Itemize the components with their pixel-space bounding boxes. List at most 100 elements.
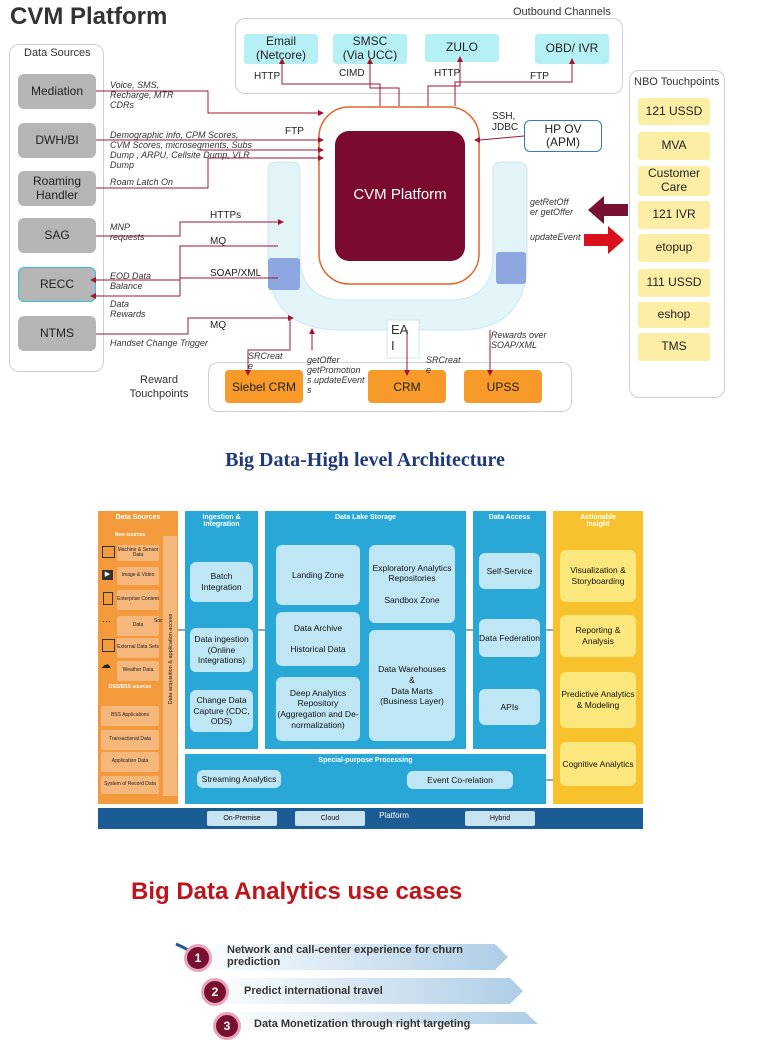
bd-reporting: Reporting & Analysis bbox=[560, 615, 636, 657]
usecase-2-number: 2 bbox=[201, 978, 229, 1006]
bd-cdc: Change Data Capture (CDC, ODS) bbox=[190, 690, 253, 732]
usecase-2-text: Predict international travel bbox=[244, 985, 383, 997]
bd-exploratory: Exploratory Analytics Repositories Sandb… bbox=[369, 545, 455, 623]
bd-src-weather: Weather Data bbox=[117, 661, 159, 681]
usecases-heading: Big Data Analytics use cases bbox=[131, 878, 463, 905]
note-recc-rewards: Data Rewards bbox=[110, 299, 146, 319]
bd-soc-label: Soc bbox=[154, 618, 163, 624]
data-icon: ⋯ bbox=[102, 616, 111, 626]
bd-deep-analytics: Deep Analytics Repository (Aggregation a… bbox=[276, 677, 360, 741]
proto-mq-1: MQ bbox=[210, 236, 227, 247]
bd-event-corelation: Event Co-relation bbox=[407, 771, 513, 789]
note-ntms: Handset Change Trigger bbox=[110, 338, 208, 348]
bd-src-enterprise: Enterprise Content bbox=[117, 590, 159, 610]
reward-siebel-crm: Siebel CRM bbox=[225, 370, 303, 403]
nbo-121-ussd: 121 USSD bbox=[638, 98, 710, 125]
usecase-1-text: Network and call-center experience for c… bbox=[227, 944, 463, 969]
bd-src-application: Application Data bbox=[101, 752, 159, 772]
bd-cloud: Cloud bbox=[295, 811, 365, 826]
bd-platform-title: Platform bbox=[379, 811, 409, 820]
outbound-email: Email (Netcore) bbox=[244, 34, 318, 64]
proto-ftp: FTP bbox=[285, 126, 304, 137]
proto-out-http-1: HTTP bbox=[254, 71, 281, 82]
bd-lake-title: Data Lake Storage bbox=[334, 514, 397, 521]
note-dwh: Demographic info, CPM Scores, CVM Scores… bbox=[110, 130, 253, 170]
hp-ov-box: HP OV (APM) bbox=[524, 120, 602, 152]
source-mediation: Mediation bbox=[18, 74, 96, 109]
proto-out-cimd: CIMD bbox=[339, 68, 365, 79]
nbo-etopup: etopup bbox=[638, 234, 710, 262]
nbo-eshop: eshop bbox=[638, 302, 710, 328]
bd-apis: APIs bbox=[479, 689, 540, 725]
note-srcreate-2: SRCreat e bbox=[426, 355, 461, 375]
video-icon: ▶ bbox=[102, 570, 113, 580]
source-sag: SAG bbox=[18, 218, 96, 253]
bd-data-sources-title: Data Sources bbox=[115, 514, 161, 521]
cvm-diagram-lines bbox=[90, 56, 628, 376]
bd-special-title: Special-purpose Processing bbox=[318, 757, 413, 764]
note-get-promotions: getOffer getPromotion s updateEvent s bbox=[307, 355, 365, 395]
nbo-label: NBO Touchpoints bbox=[634, 76, 720, 88]
bd-data-warehouses: Data Warehouses & Data Marts (Business L… bbox=[369, 630, 455, 741]
weather-icon: ☁ bbox=[101, 660, 111, 671]
data-sources-label: Data Sources bbox=[24, 47, 91, 59]
bd-batch-integration: Batch Integration bbox=[190, 562, 253, 602]
source-ntms: NTMS bbox=[18, 316, 96, 351]
bd-src-data: Data bbox=[117, 616, 159, 636]
bd-self-service: Self-Service bbox=[479, 553, 540, 589]
note-mediation: Voice, SMS, Recharge, MTR CDRs bbox=[110, 80, 174, 110]
bd-access-title: Data Access bbox=[488, 514, 531, 521]
bd-streaming: Streaming Analytics bbox=[197, 770, 281, 788]
page-title: CVM Platform bbox=[10, 3, 168, 30]
bd-side-label bbox=[163, 536, 177, 796]
bd-insight-title: Actionable Insight bbox=[580, 514, 616, 528]
bd-oss-bss: OSS/BSS sources bbox=[108, 684, 152, 690]
bd-on-premise: On-Premise bbox=[207, 811, 277, 826]
outbound-zulo: ZULO bbox=[425, 34, 499, 62]
cvm-core-label: CVM Platform bbox=[353, 186, 447, 203]
proto-out-http-2: HTTP bbox=[434, 68, 461, 79]
nbo-121-ivr: 121 IVR bbox=[638, 201, 710, 229]
nbo-111-ussd: 111 USSD bbox=[638, 269, 710, 297]
note-get-offer: getRetOff er getOffer bbox=[530, 197, 574, 217]
nbo-customer-care: Customer Care bbox=[638, 166, 710, 196]
bd-new-sources: New sources bbox=[114, 532, 146, 538]
source-dwh-bi: DWH/BI bbox=[18, 123, 96, 158]
reward-upss: UPSS bbox=[464, 370, 542, 403]
document-icon bbox=[103, 592, 113, 605]
bd-src-machine: Machine & Sensor Data bbox=[117, 545, 159, 561]
proto-mq-2: MQ bbox=[210, 320, 227, 331]
proto-https: HTTPs bbox=[210, 210, 242, 221]
reward-label: Reward Touchpoints bbox=[129, 374, 189, 400]
note-roaming: Roam Latch On bbox=[110, 177, 174, 187]
machine-icon bbox=[102, 546, 115, 558]
bd-hybrid: Hybrid bbox=[465, 811, 535, 826]
usecase-1-number: 1 bbox=[184, 944, 212, 972]
bd-data-federation: Data Federation bbox=[479, 619, 540, 657]
bd-visualization: Visualization & Storyboarding bbox=[560, 550, 636, 602]
note-sag: MNP requests bbox=[110, 222, 145, 242]
proto-soap: SOAP/XML bbox=[210, 268, 262, 279]
source-roaming-handler: Roaming Handler bbox=[18, 171, 96, 206]
usecase-3-text: Data Monetization through right targetin… bbox=[254, 1018, 471, 1030]
bd-cognitive: Cognitive Analytics bbox=[560, 742, 636, 786]
proto-hp: SSH, JDBC bbox=[492, 111, 519, 133]
bd-data-archive: Data Archive Historical Data bbox=[276, 612, 360, 666]
bd-ingestion-title: Ingestion & Integration bbox=[202, 514, 241, 528]
bd-src-image: Image & Video bbox=[117, 567, 159, 585]
proto-out-ftp: FTP bbox=[530, 71, 549, 82]
bd-src-external: External Data Sets bbox=[117, 638, 159, 658]
note-update-event: updateEvent bbox=[530, 232, 581, 242]
bd-data-ingestion: Data ingestion (Online Integrations) bbox=[190, 628, 253, 672]
bigdata-heading: Big Data-High level Architecture bbox=[225, 449, 505, 471]
nbo-tms: TMS bbox=[638, 333, 710, 361]
bd-src-system-record: System of Record Data bbox=[101, 776, 159, 794]
note-srcreate-1: SRCreat e bbox=[248, 351, 283, 371]
nbo-mva: MVA bbox=[638, 132, 710, 160]
outbound-label: Outbound Channels bbox=[513, 6, 611, 18]
bd-src-bss: BSS Applications bbox=[101, 706, 159, 726]
note-rewards-soap: Rewards over SOAP/XML bbox=[491, 330, 547, 350]
note-recc-eod: EOD Data Balance bbox=[110, 271, 152, 291]
source-recc: RECC bbox=[18, 267, 96, 302]
